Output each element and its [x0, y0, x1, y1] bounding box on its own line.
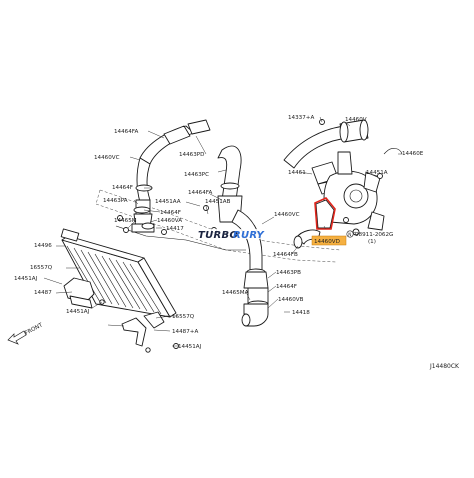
label-14463pb: 14463PB: [276, 270, 301, 276]
clip-14460e: [383, 148, 403, 155]
turbocharger: [323, 151, 385, 231]
highlight-label-box: [311, 235, 347, 246]
label-14487a: 14487+A: [172, 329, 198, 335]
label-16557q-top: 16557Q: [30, 265, 53, 271]
label-14418: 14418: [292, 310, 310, 316]
label-bolt-qty: (1): [368, 239, 376, 245]
label-14463pc: 14463PC: [184, 172, 209, 178]
hose-14463pd: [163, 125, 191, 145]
front-arrow-icon: [7, 330, 27, 345]
label-14460vc-right: 14460VC: [274, 212, 300, 218]
label-14451a: 14451A: [366, 170, 388, 176]
bolt-n-marker: [346, 230, 354, 238]
label-14496: 14496: [34, 243, 52, 249]
label-14451aa: 14451AA: [155, 199, 181, 205]
pipe-14460vc-center: [231, 209, 266, 276]
label-front: FRONT: [24, 322, 44, 337]
clamps-left: [133, 184, 155, 230]
label-14451aj-bottom: 14451AJ: [178, 344, 202, 350]
label-14464fb: 14464FB: [273, 252, 298, 258]
label-14451ab: 14451AB: [205, 199, 231, 205]
label-14463pa: 14463PA: [103, 198, 128, 204]
leader-lines: [43, 116, 402, 347]
intercooler-brackets: [63, 277, 165, 353]
svg-text:RURY: RURY: [233, 230, 266, 241]
part-labels: 14464FA 14460VC 14463PD 14463PC 14464F 1…: [7, 115, 460, 370]
label-bolt: 08911-2062G: [355, 232, 393, 238]
label-14460va: 14460VA: [157, 218, 182, 224]
label-14417: 14417: [166, 226, 184, 232]
label-14337a: 14337+A: [288, 115, 314, 121]
label-14460vc-left: 14460VC: [94, 155, 120, 161]
label-14451aj-left: 14451AJ: [14, 276, 38, 282]
diagram-code: J14480CK: [429, 363, 460, 370]
label-14451aj-mid: 14451AJ: [66, 309, 90, 315]
label-14460e: 14460E: [402, 151, 424, 157]
svg-text:TURBO: TURBO: [198, 230, 238, 241]
label-14465ma: 14465MA: [222, 290, 249, 296]
intercooler: [60, 228, 177, 318]
highlighted-part: [314, 197, 336, 230]
label-14464f-right: 14464F: [276, 284, 297, 290]
label-14464fa-top: 14464FA: [114, 129, 138, 135]
bolt-n-symbol: N: [348, 232, 351, 237]
label-14461: 14461: [288, 170, 306, 176]
label-14464fa-mid: 14464FA: [188, 190, 212, 196]
label-14460vb: 14460VB: [278, 297, 304, 303]
label-14465m: 14465M: [114, 218, 137, 224]
label-14463pd: 14463PD: [179, 152, 204, 158]
elbow-14460vb: [241, 303, 269, 327]
watermark-logo: TURBO RURY: [194, 229, 266, 241]
label-14487: 14487: [34, 290, 52, 296]
pipe-14460v: [283, 119, 369, 169]
label-14464f-mid: 14464F: [160, 210, 181, 216]
label-14460v: 14460V: [345, 117, 367, 123]
label-16557q-bottom: 16557Q: [172, 314, 195, 320]
label-14460vd: 14460VD: [314, 239, 340, 245]
label-14464f-left: 14464F: [112, 185, 133, 191]
